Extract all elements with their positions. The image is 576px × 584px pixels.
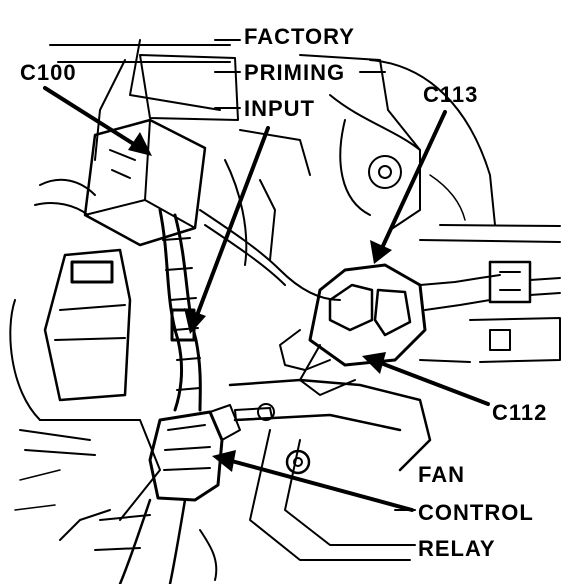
label-c113: C113 [423, 82, 478, 107]
label-c100: C100 [20, 60, 77, 85]
label-relay: RELAY [418, 536, 496, 561]
label-priming: PRIMING [244, 60, 345, 85]
engine-bay-artwork [9, 39, 561, 584]
label-factory: FACTORY [244, 24, 355, 49]
label-c112: C112 [492, 400, 547, 425]
callout-labels: C100 FACTORY PRIMING INPUT C113 C112 FAN… [20, 24, 547, 561]
label-control: CONTROL [418, 500, 534, 525]
callout-arrows [43, 39, 490, 546]
label-fan: FAN [418, 462, 465, 487]
label-input: INPUT [244, 96, 315, 121]
